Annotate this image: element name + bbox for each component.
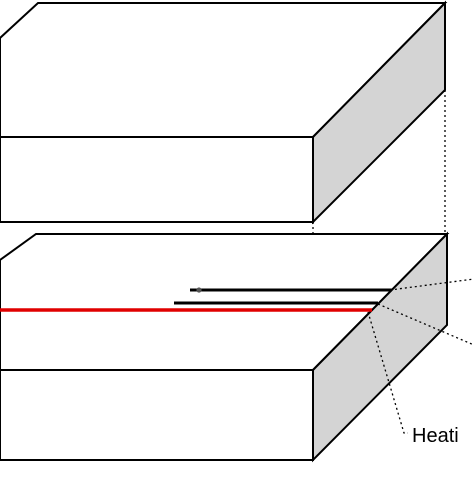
lower-block-front-face — [0, 369, 314, 461]
heater-callout-label: Heati — [412, 425, 459, 447]
alignment-guides — [312, 90, 446, 370]
embedded-elements — [0, 287, 392, 312]
leader-line-upper — [389, 278, 474, 291]
upper-block — [0, 0, 448, 225]
lower-block — [0, 231, 450, 463]
upper-block-front-face — [0, 136, 314, 223]
lower-block-side-face — [312, 231, 448, 463]
leader-line-heater — [367, 311, 408, 434]
leader-line-middle — [377, 303, 474, 346]
leader-lines — [367, 278, 474, 434]
upper-wire-end-dot — [196, 287, 202, 293]
